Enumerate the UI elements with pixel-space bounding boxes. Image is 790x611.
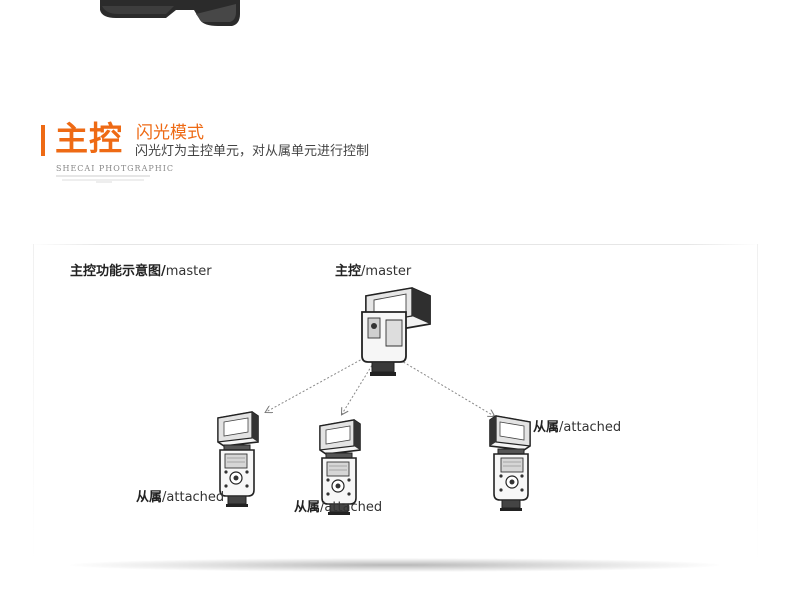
title-accent-bar <box>41 125 45 156</box>
panel-left-edge <box>33 244 34 564</box>
master-label: 主控/master <box>335 264 412 279</box>
panel-shadow <box>70 558 720 572</box>
link-master-slave2 <box>342 361 375 414</box>
link-master-slave3 <box>399 359 494 416</box>
section-subtitle: 闪光模式 <box>136 123 204 143</box>
slave-label: 从属/attached <box>294 500 383 515</box>
panel-top-border <box>30 244 760 245</box>
product-base-icon <box>100 0 240 26</box>
master-flash-icon <box>361 287 431 377</box>
brand-watermark: SHECAI PHOTGRAPHIC <box>56 164 174 173</box>
link-master-slave1 <box>266 357 365 412</box>
slave-label: 从属/attached <box>136 490 225 505</box>
slave-flash-icon <box>489 415 531 512</box>
panel-right-edge <box>757 244 758 564</box>
diagram-caption: 主控功能示意图/master <box>70 264 212 279</box>
section-description: 闪光灯为主控单元，对从属单元进行控制 <box>135 144 370 159</box>
section-title: 主控 <box>55 119 123 158</box>
brand-underline-deco <box>56 175 150 183</box>
slave-label: 从属/attached <box>533 420 622 435</box>
